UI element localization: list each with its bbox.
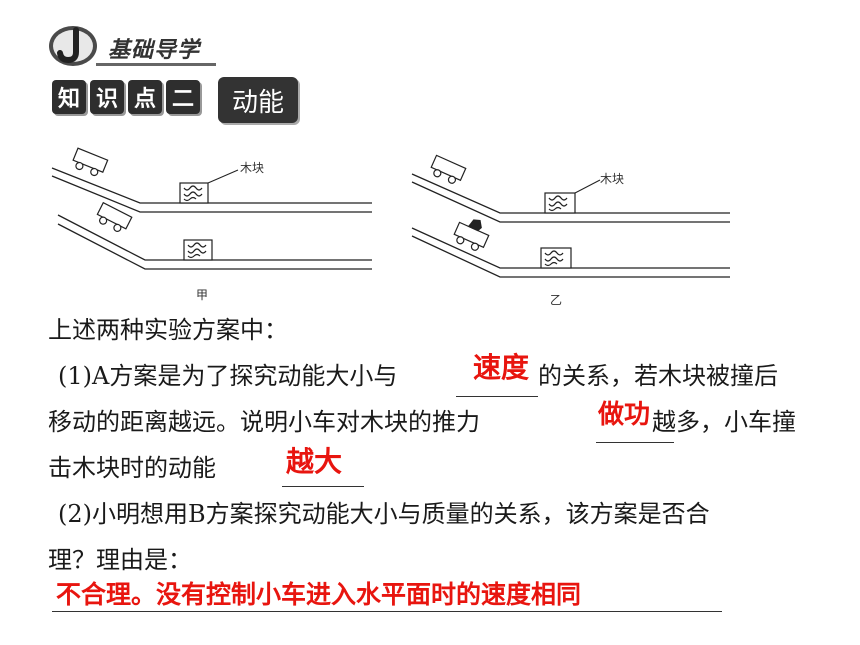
answer-blank-3 <box>282 486 364 487</box>
q1-line2-pre: 移动的距离越远。说明小车对木块的推力 <box>48 408 480 436</box>
q1-line1-pre: (1)A方案是为了探究动能大小与 <box>58 362 398 390</box>
answer-2: 做功 <box>598 400 651 430</box>
answer-blank-2 <box>596 442 674 443</box>
experiment-figure <box>51 147 730 278</box>
answer-blank-4 <box>52 611 722 612</box>
q1-line3-pre: 击木块时的动能 <box>48 454 216 482</box>
q2-line2: 理？理由是： <box>48 546 192 574</box>
answer-3: 越大 <box>286 445 343 478</box>
block-label-right: 木块 <box>600 172 625 186</box>
header-divider <box>96 63 216 66</box>
caption-right: 乙 <box>550 293 563 307</box>
caption-left: 甲 <box>196 288 209 302</box>
knowledge-point-char-1: 知 <box>52 80 86 114</box>
answer-1: 速度 <box>473 351 530 384</box>
section-title: 基础导学 <box>108 38 201 63</box>
knowledge-point-char-3: 点 <box>128 80 162 114</box>
knowledge-point-char-2: 识 <box>90 80 124 114</box>
topic-label: 动能 <box>218 77 298 123</box>
j-badge-icon <box>46 22 100 68</box>
q1-line1-post: 的关系，若木块被撞后 <box>538 362 778 390</box>
q1-line2-post: 越多，小车撞 <box>652 408 796 436</box>
knowledge-point-char-4: 二 <box>166 80 200 114</box>
answer-4: 不合理。没有控制小车进入水平面时的速度相同 <box>56 580 582 609</box>
q2-line1: (2)小明想用B方案探究动能大小与质量的关系，该方案是否合 <box>58 500 710 528</box>
answer-blank-1 <box>456 396 538 397</box>
block-label-left: 木块 <box>240 161 265 175</box>
intro-text: 上述两种实验方案中： <box>48 316 288 344</box>
